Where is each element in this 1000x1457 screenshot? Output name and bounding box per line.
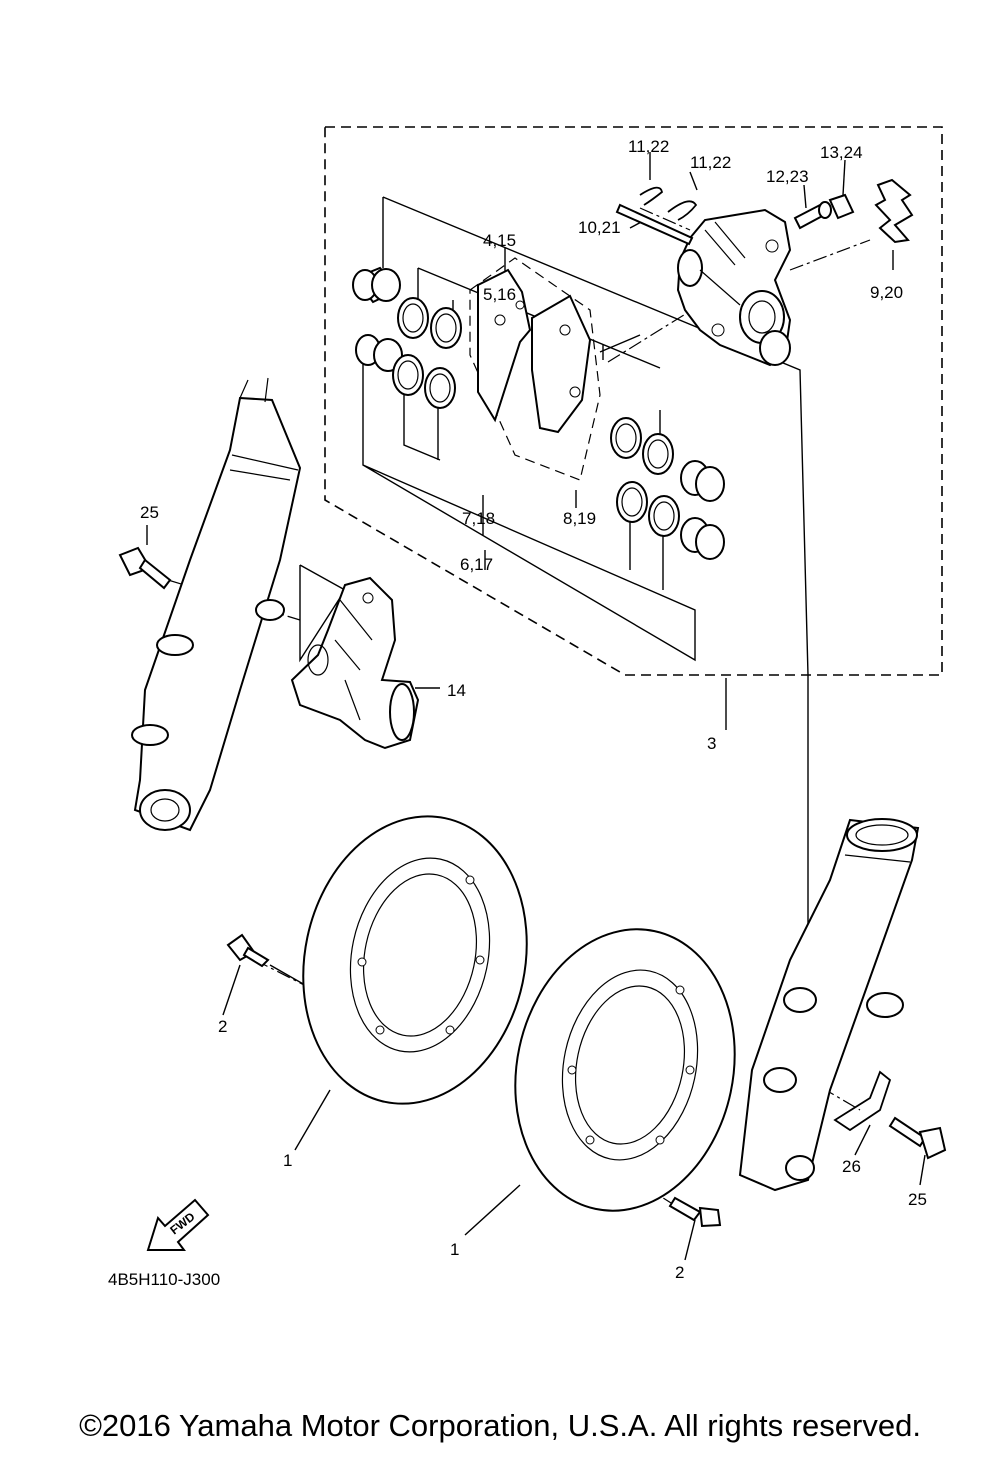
- disc-bolt-right: [668, 1196, 722, 1228]
- diagram-code: 4B5H110-J300: [108, 1270, 220, 1289]
- label-25-left: 25: [140, 503, 159, 522]
- label-2-right: 2: [675, 1263, 684, 1282]
- bolt-right: [888, 1116, 947, 1160]
- brake-disc-left: [302, 815, 528, 1105]
- label-6-17: 6,17: [460, 555, 493, 574]
- label-11-22-a: 11,22: [628, 137, 669, 156]
- piston: [352, 266, 401, 304]
- pistons: [352, 266, 725, 560]
- hose-guide: [833, 1070, 892, 1132]
- label-10-21: 10,21: [578, 218, 621, 237]
- label-7-18: 7,18: [462, 509, 495, 528]
- label-2-left: 2: [218, 1017, 227, 1036]
- label-25-right: 25: [908, 1190, 927, 1209]
- left-fork-tube: [131, 377, 302, 832]
- label-3: 3: [707, 734, 716, 753]
- label-1-right: 1: [450, 1240, 459, 1259]
- label-1-left: 1: [283, 1151, 292, 1170]
- label-26: 26: [842, 1157, 861, 1176]
- disc-bolt-left: [226, 933, 270, 968]
- caliper-body: [676, 208, 792, 367]
- bleed-screw: [793, 193, 855, 230]
- label-14: 14: [447, 681, 466, 700]
- label-5-16: 5,16: [483, 285, 516, 304]
- piston: [680, 460, 725, 502]
- forward-arrow-icon: FWD: [146, 1198, 210, 1251]
- label-4-15: 4,15: [483, 231, 516, 250]
- caliper-assembled: [290, 576, 420, 750]
- label-13-24: 13,24: [820, 143, 863, 162]
- label-11-22-b: 11,22: [690, 153, 731, 172]
- callout-labels: 11,22 11,22 13,24 12,23 4,15 10,21 5,16 …: [108, 137, 927, 1289]
- caliper-assembly-boundary: [324, 126, 943, 676]
- label-12-23: 12,23: [766, 167, 809, 186]
- clips: [639, 186, 698, 221]
- brake-pads: [469, 257, 601, 481]
- piston: [680, 517, 725, 560]
- label-8-19: 8,19: [563, 509, 596, 528]
- pad-spring: [874, 178, 914, 244]
- label-9-20: 9,20: [870, 283, 903, 302]
- brake-disc-right: [514, 928, 736, 1212]
- pad-pin: [615, 203, 694, 246]
- seals: [392, 297, 680, 537]
- copyright-notice: ©2016 Yamaha Motor Corporation, U.S.A. A…: [79, 1408, 921, 1443]
- bolt-left: [118, 546, 172, 590]
- right-fork-tube: [738, 818, 920, 1192]
